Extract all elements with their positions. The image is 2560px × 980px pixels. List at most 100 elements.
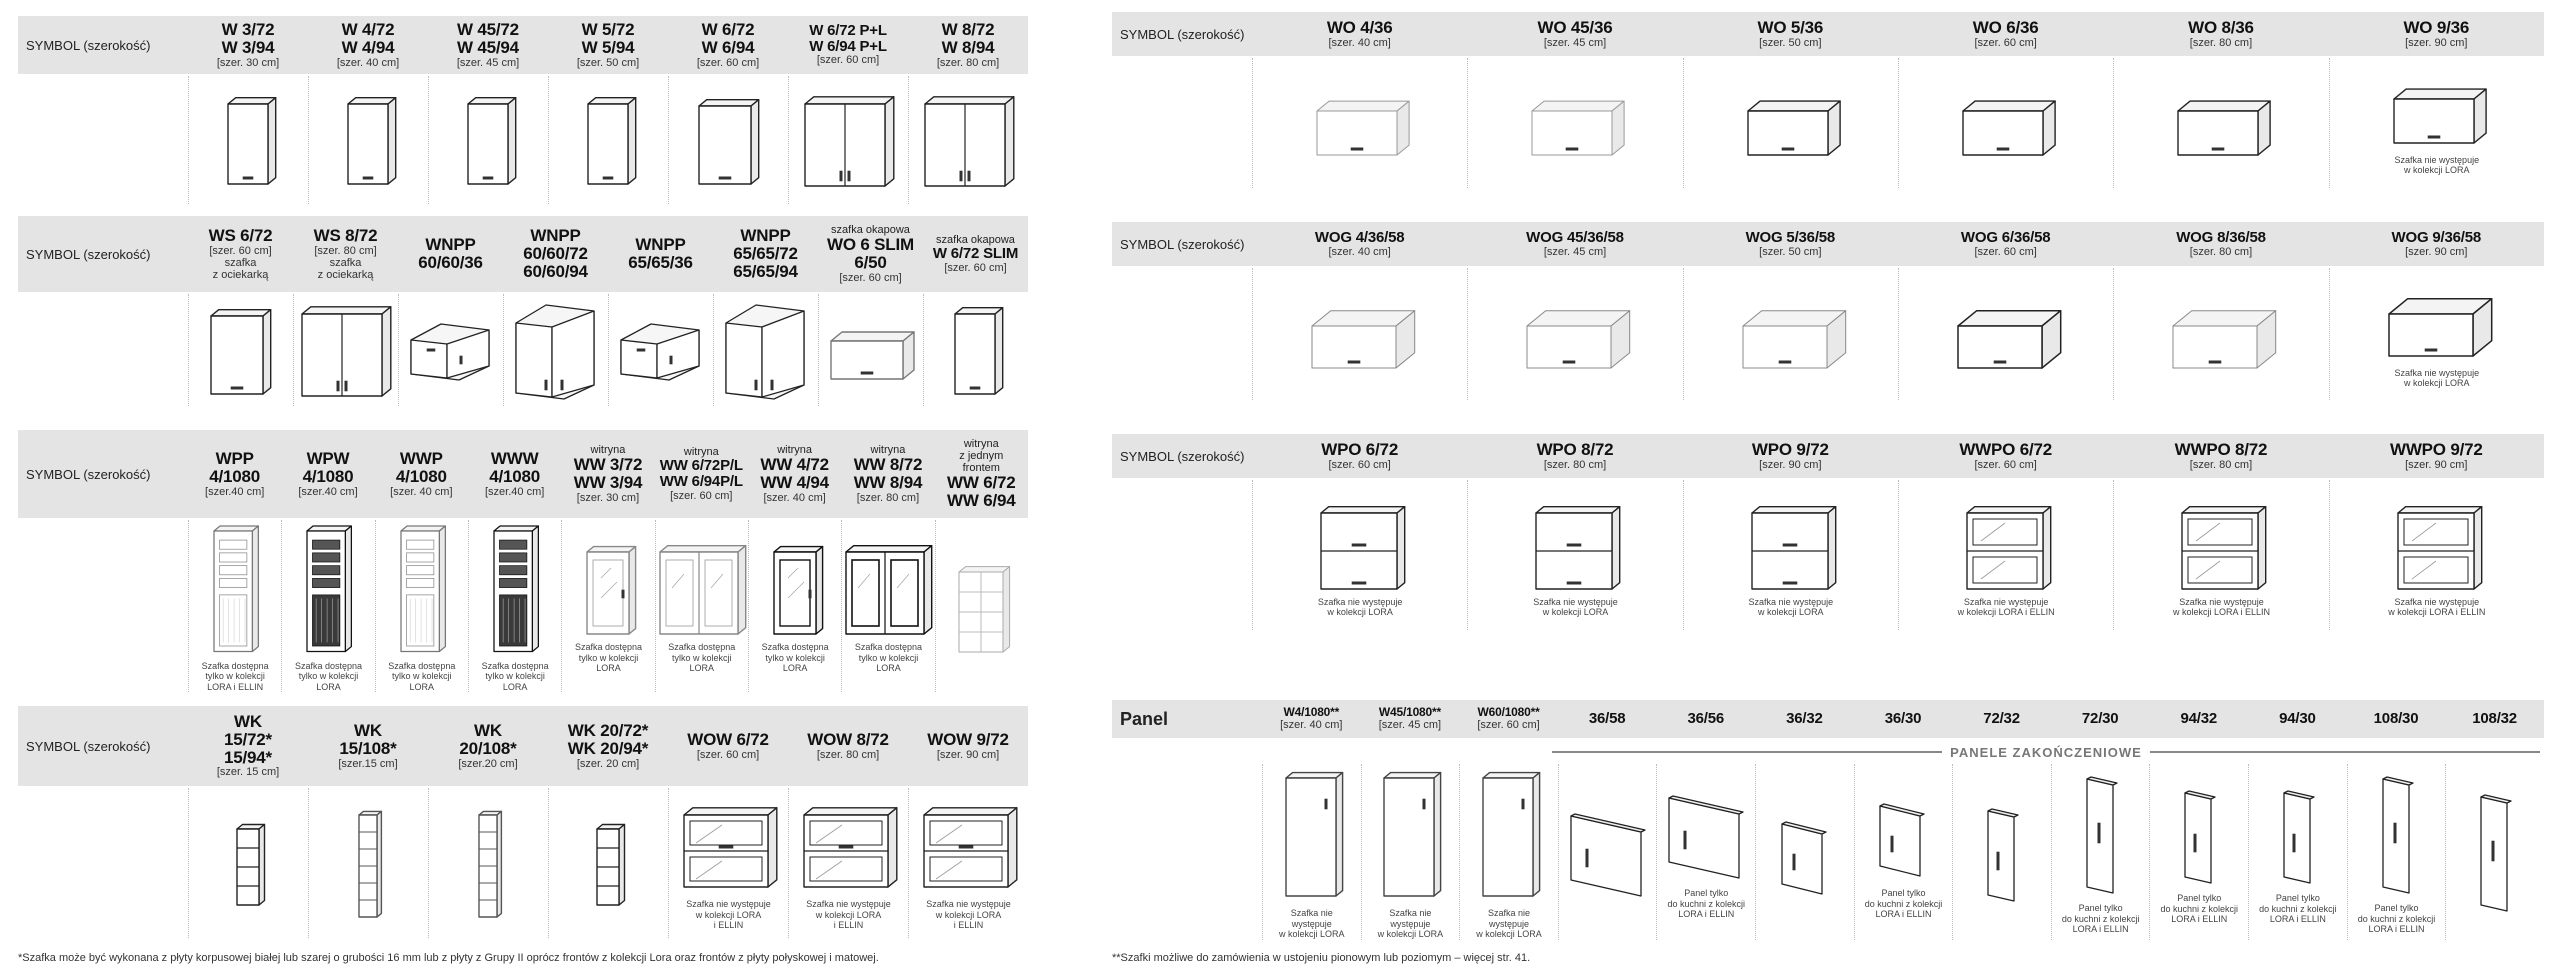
cabinet-drawing-cell [548, 788, 668, 938]
tall-drawing [213, 525, 260, 653]
cabinet-drawing-cell [788, 76, 908, 204]
cabinet-header: WOG 5/36/58[szer. 50 cm] [1683, 222, 1898, 266]
cabinet-symbol: WO 6 SLIM [827, 234, 914, 254]
cornertall-drawing [725, 304, 805, 400]
cabinet-width: [szer.40 cm] [205, 485, 265, 498]
availability-note: Panel tylko do kuchni z kolekcji LORA i … [1667, 888, 1746, 920]
cabinet-symbol-alt: 60/60/36 [418, 253, 483, 272]
cabinet-symbol-alt: W 8/94 [941, 37, 995, 57]
cabinet-extra: szafka z ociekarką [317, 257, 374, 281]
deeplight-drawing [2172, 310, 2277, 369]
cabinet-symbol: WOG 4/36/58 [1314, 228, 1405, 246]
availability-note: Szafka nie występuje w kolekcji LORA i E… [2388, 596, 2486, 617]
cabinet-width: [szer. 30 cm] [576, 491, 640, 504]
availability-note: Szafka dostępna tylko w kolekcji LORA [388, 660, 456, 692]
rack-drawing [235, 823, 265, 906]
cabinet-header: WO 6/36[szer. 60 cm] [1898, 12, 2113, 56]
cabinet-symbol-alt: 4/1080 [209, 466, 261, 486]
cabinet-drawing-cell [548, 76, 668, 204]
cabinet-type-label: szafka okapowa [936, 233, 1015, 246]
cabinet-drawing-cell [308, 788, 428, 938]
panel-symbol: 72/30 [2081, 710, 2119, 728]
cabinet-width: [szer. 80 cm] [856, 491, 920, 504]
footnote-right: **Szafki możliwe do zamówienia w ustojen… [1112, 952, 1531, 964]
cabinet-width: [szer.15 cm] [338, 757, 398, 770]
availability-note: Szafka dostępna tylko w kolekcji LORA [574, 642, 642, 674]
cabinet-symbol: WWPO 8/72 [2174, 439, 2268, 459]
cabinet-header: WO 45/36[szer. 45 cm] [1467, 12, 1682, 56]
cabinet-width: [szer. 60 cm] [1974, 36, 2037, 49]
cabinet-symbol-alt: W 45/94 [457, 37, 519, 57]
panel-symbol: 94/30 [2279, 710, 2316, 728]
panel-header: 36/32 [1755, 700, 1854, 738]
cabinet-drawing-cell: Szafka dostępna tylko w kolekcji LORA [654, 520, 748, 692]
symbol-label: SYMBOL (szerokość) [26, 37, 151, 53]
cabinet-header: WWPO 6/72[szer. 60 cm] [1898, 434, 2113, 478]
cabinet-symbol-alt: 6/50 [854, 252, 887, 272]
flatlight-drawing [1316, 100, 1410, 156]
cabinet-drawing-cell [1467, 58, 1682, 188]
glass2-drawing [659, 545, 747, 636]
cabinet-symbol: WWPO 9/72 [2389, 439, 2483, 459]
cabinet-width: [szer. 90 cm] [1759, 458, 1822, 471]
cabinet-width: [szer. 20 cm] [576, 757, 640, 770]
cabinet-type-label: witryna [590, 443, 626, 456]
cabinet-drawing-cell: Szafka nie występuje w kolekcji LORA [1682, 480, 1898, 630]
cabinet-width: [szer. 50 cm] [576, 56, 640, 69]
panel-drawing-cell [1952, 764, 2051, 940]
panel-symbol: 108/32 [2472, 710, 2517, 728]
cabinet-drawing-cell: Szafka nie występuje w kolekcji LORA i E… [2113, 480, 2328, 630]
glass1-drawing [586, 546, 637, 636]
cabinet-symbol: WNPP [425, 235, 476, 255]
cabinet-symbol-alt: 4/1080 [302, 466, 354, 486]
cabinet-drawing-cell [308, 76, 428, 204]
panel-header: 36/30 [1854, 700, 1953, 738]
cabinet-width: [szer. 60 cm] [944, 261, 1007, 274]
cabinet-symbol: WS 6/72 [208, 225, 273, 245]
cabinet-drawing-cell: Szafka nie występuje w kolekcji LORA i E… [908, 788, 1028, 938]
twoflapglass-drawing [1966, 505, 2052, 590]
flat-drawing [2177, 100, 2272, 156]
panel-header: 108/30 [2347, 700, 2446, 738]
cabinet-symbol: WW 3/72 [573, 454, 643, 474]
cabinet-drawing-cell [1252, 268, 1467, 400]
symbol-label: SYMBOL (szerokość) [26, 738, 151, 754]
cabinet-header: WOW 6/72[szer. 60 cm] [668, 706, 788, 786]
cabinet-type-label: witryna [777, 443, 813, 456]
cabinet-header: WPO 6/72[szer. 60 cm] [1252, 434, 1467, 478]
cabinet-width: [szer. 30 cm] [216, 56, 280, 69]
panel-drawing-cell: Szafka nie występuje w kolekcji LORA [1459, 764, 1558, 940]
panel-header: 108/32 [2445, 700, 2544, 738]
availability-note: Panel tylko do kuchni z kolekcji LORA i … [2259, 893, 2337, 925]
cabinet-width: [szer. 80 cm] [2189, 458, 2253, 471]
cabinet-width: [szer. 80 cm] [1543, 458, 1607, 471]
cabinet-symbol-alt2: 65/65/94 [733, 261, 798, 281]
symbol-label: SYMBOL (szerokość) [1120, 448, 1245, 464]
cabinet-drawing-cell [428, 76, 548, 204]
symbol-label: SYMBOL (szerokość) [1120, 26, 1245, 42]
cab1-drawing [954, 306, 1004, 395]
deeplight-drawing [1742, 310, 1847, 369]
cabinet-drawing-cell [2113, 58, 2328, 188]
cabinet-width: [szer. 80 cm] [2189, 36, 2253, 49]
cabinet-drawing-cell [293, 294, 398, 406]
cabinet-header: WPO 9/72[szer. 90 cm] [1683, 434, 1898, 478]
cabinet-extra: szafka z ociekarką [212, 257, 269, 281]
cabinet-drawing-cell [908, 76, 1028, 204]
twoflap-drawing [1751, 505, 1837, 590]
talldark-drawing [493, 525, 540, 653]
cabinet-drawing-cell [923, 294, 1028, 406]
cabinet-width: [szer. 60 cm] [696, 748, 760, 761]
panel-drawing-cell [2445, 764, 2544, 940]
symbol-label: SYMBOL (szerokość) [26, 466, 151, 482]
cabinet-width: [szer. 60 cm] [839, 271, 902, 284]
panel-symbol: W60/1080** [1477, 705, 1540, 720]
drawing-row-2 [18, 294, 1028, 406]
